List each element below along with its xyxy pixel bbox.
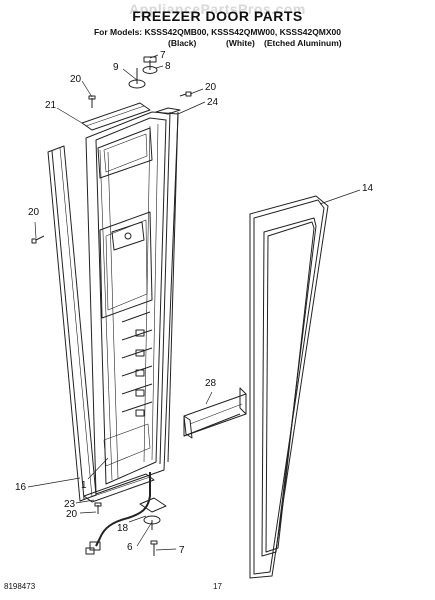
- door-gasket: [249, 195, 329, 579]
- callout-23: 23: [64, 499, 76, 510]
- watermark: AppliancePartsPros.com: [129, 1, 306, 17]
- bottom-hinge-bracket: [139, 497, 167, 530]
- leader-lines: [27, 54, 361, 551]
- screws: [31, 91, 192, 556]
- callout-labels: 20 21 9 7 8 20 24 20 14 28 16 1 23 20 18…: [15, 50, 374, 556]
- callout-20-left: 20: [28, 207, 40, 218]
- callout-7-top: 7: [160, 50, 166, 61]
- callout-21: 21: [45, 100, 57, 111]
- callout-24: 24: [207, 97, 219, 108]
- side-trim-strip: [47, 145, 97, 502]
- right-side-strip: [155, 107, 181, 465]
- callout-20-right: 20: [205, 82, 217, 93]
- finish-etched: (Etched Aluminum): [264, 38, 342, 48]
- door-frame: [85, 111, 179, 495]
- callout-16: 16: [15, 482, 27, 493]
- callout-9: 9: [113, 62, 119, 73]
- wire-harness: [85, 472, 151, 555]
- page-number: 17: [213, 582, 222, 591]
- callout-18: 18: [117, 523, 129, 534]
- callout-28: 28: [205, 378, 217, 389]
- callout-20-top: 20: [70, 74, 82, 85]
- document-part-number: 8198473: [4, 582, 36, 591]
- door-bin: [183, 387, 247, 439]
- top-hinge-assembly: [128, 56, 158, 89]
- page-title: FREEZER DOOR PARTS: [132, 8, 303, 24]
- models-line: For Models: KSSS42QMB00, KSSS42QMW00, KS…: [93, 27, 342, 37]
- finish-white: (White): [226, 38, 255, 48]
- callout-20-bottom: 20: [66, 509, 78, 520]
- callout-6: 6: [127, 542, 133, 553]
- callout-8: 8: [165, 61, 171, 72]
- callout-7-bottom: 7: [179, 545, 185, 556]
- finish-black: (Black): [168, 38, 197, 48]
- callout-14: 14: [362, 183, 374, 194]
- bottom-hinge-plate: [83, 473, 155, 503]
- top-trim-piece: [81, 102, 151, 131]
- callout-1: 1: [81, 480, 87, 491]
